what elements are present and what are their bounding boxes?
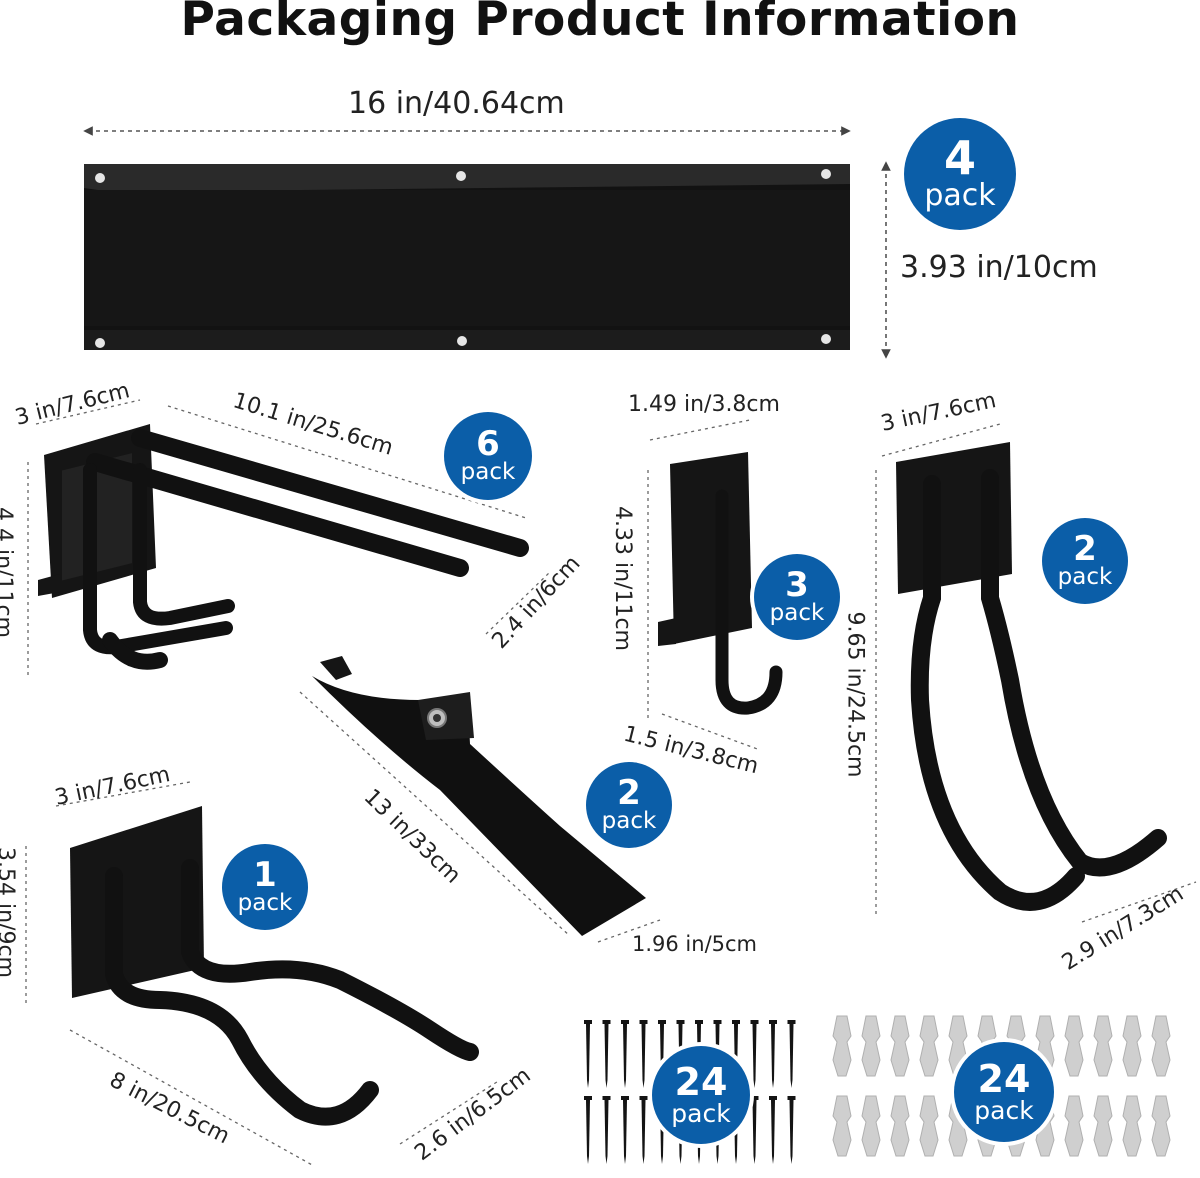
small-hook-pack-badge: 3 pack bbox=[754, 554, 840, 640]
rail-length-label: 16 in/40.64cm bbox=[348, 86, 565, 121]
u-hook-height-label: 3.54 in/9cm bbox=[0, 847, 18, 978]
rail-screw-hole bbox=[456, 171, 466, 181]
large-utility-hook bbox=[875, 423, 1197, 923]
rail-screw-hole bbox=[95, 338, 105, 348]
strap-width-label: 1.96 in/5cm bbox=[632, 932, 758, 956]
wall-anchor-icon bbox=[1093, 1095, 1113, 1157]
wall-anchor-icon bbox=[1122, 1015, 1142, 1077]
wall-anchor-icon bbox=[919, 1095, 939, 1157]
wall-anchor-icon bbox=[861, 1015, 881, 1077]
screw-icon bbox=[750, 1020, 759, 1088]
double-arm-hook bbox=[27, 399, 551, 676]
wall-anchor-icon bbox=[1064, 1015, 1084, 1077]
screw-icon bbox=[787, 1020, 796, 1088]
screws-pack-badge: 24 pack bbox=[652, 1046, 750, 1144]
rail-screw-hole bbox=[457, 336, 467, 346]
badge-number: 2 bbox=[617, 773, 641, 814]
rail-screw-hole bbox=[95, 173, 105, 183]
wall-anchor-icon bbox=[1151, 1015, 1171, 1077]
hook-and-loop-strap bbox=[299, 656, 661, 943]
small-j-hook bbox=[647, 419, 783, 751]
screw-icon bbox=[584, 1020, 592, 1088]
badge-unit: pack bbox=[769, 599, 825, 626]
badge-unit: pack bbox=[924, 177, 996, 213]
wall-anchor-icon bbox=[832, 1015, 852, 1077]
rail-height-label: 3.93 in/10cm bbox=[900, 250, 1098, 285]
rail-pack-badge: 4 pack bbox=[904, 118, 1016, 230]
strap-pack-badge: 2 pack bbox=[586, 762, 672, 848]
small-hook-height-label: 4.33 in/11cm bbox=[609, 506, 635, 651]
anchors-pack-badge: 24 pack bbox=[954, 1042, 1054, 1142]
badge-number: 6 bbox=[476, 424, 500, 465]
wall-anchor-icon bbox=[890, 1015, 910, 1077]
screw-icon bbox=[602, 1020, 611, 1088]
screw-icon bbox=[787, 1096, 796, 1164]
badge-unit: pack bbox=[237, 889, 293, 916]
u-shaped-hook bbox=[25, 781, 501, 1167]
badge-number: 4 bbox=[943, 131, 976, 186]
wall-anchor-icon bbox=[1122, 1095, 1142, 1157]
badge-unit: pack bbox=[974, 1095, 1034, 1125]
screw-icon bbox=[584, 1096, 592, 1164]
page-title: Packaging Product Information bbox=[180, 0, 1020, 47]
large-hook-height-label: 9.65 in/24.5cm bbox=[842, 611, 868, 778]
double-hook-height-label: 4.4 in/11cm bbox=[0, 507, 16, 638]
u-hook-pack-badge: 1 pack bbox=[222, 844, 308, 930]
wall-rail bbox=[83, 126, 891, 359]
rail-screw-hole bbox=[821, 334, 831, 344]
badge-number: 24 bbox=[977, 1057, 1031, 1102]
screw-icon bbox=[639, 1020, 648, 1088]
badge-unit: pack bbox=[460, 458, 516, 485]
rail-screw-hole bbox=[821, 169, 831, 179]
badge-number: 24 bbox=[674, 1060, 728, 1105]
large-hook-pack-badge: 2 pack bbox=[1042, 518, 1128, 604]
screw-icon bbox=[769, 1020, 777, 1088]
badge-unit: pack bbox=[601, 807, 657, 834]
double-hook-pack-badge: 6 pack bbox=[444, 412, 532, 500]
screw-icon bbox=[621, 1096, 629, 1164]
wall-anchor-icon bbox=[832, 1095, 852, 1157]
screw-icon bbox=[750, 1096, 759, 1164]
badge-number: 2 bbox=[1073, 529, 1097, 570]
wall-anchor-icon bbox=[1093, 1015, 1113, 1077]
screw-icon bbox=[602, 1096, 611, 1164]
wall-anchor-icon bbox=[890, 1095, 910, 1157]
badge-number: 3 bbox=[785, 565, 809, 606]
wall-anchor-icon bbox=[1151, 1095, 1171, 1157]
badge-unit: pack bbox=[671, 1098, 731, 1128]
wall-anchor-icon bbox=[919, 1015, 939, 1077]
wall-anchor-icon bbox=[1064, 1095, 1084, 1157]
screw-icon bbox=[769, 1096, 777, 1164]
badge-unit: pack bbox=[1057, 563, 1113, 590]
badge-number: 1 bbox=[253, 855, 277, 896]
wall-anchor-icon bbox=[861, 1095, 881, 1157]
screw-icon bbox=[639, 1096, 648, 1164]
screw-icon bbox=[621, 1020, 629, 1088]
small-hook-width-label: 1.49 in/3.8cm bbox=[628, 392, 780, 417]
